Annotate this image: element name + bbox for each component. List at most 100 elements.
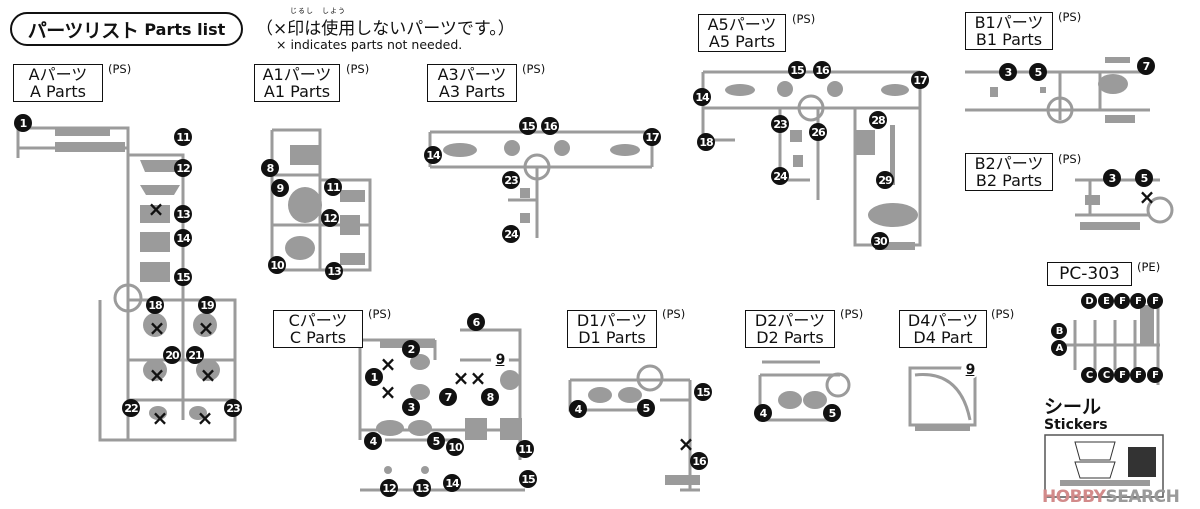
- part-badge: 15: [519, 470, 537, 488]
- part-badge: 15: [519, 117, 537, 135]
- part-badge: 7: [1137, 57, 1155, 75]
- runner-a1: [270, 128, 372, 272]
- part-badge: 12: [174, 159, 192, 177]
- sheet-label-jp: D2パーツ: [754, 311, 826, 330]
- part-badge: 14: [424, 146, 442, 164]
- runner-b1-ring: [1046, 96, 1074, 124]
- part-badge: 23: [502, 171, 520, 189]
- material-d4: (PS): [991, 307, 1015, 321]
- pc-badge: F: [1114, 367, 1130, 383]
- part-badge: 13: [174, 205, 192, 223]
- pc-badge: A: [1051, 340, 1067, 356]
- part-badge: 11: [174, 128, 192, 146]
- part-badge: 16: [690, 452, 708, 470]
- part-badge: 17: [911, 71, 929, 89]
- material-a1: (PS): [346, 62, 370, 76]
- pc-badge: F: [1147, 293, 1163, 309]
- sheet-label-d2: D2パーツ D2 Parts: [745, 310, 835, 348]
- runner-b2-ring: [1146, 196, 1174, 224]
- title-en: Parts list: [144, 19, 226, 39]
- part-badge: 5: [1029, 63, 1047, 81]
- sheet-label-jp: D4パーツ: [907, 311, 979, 330]
- part-badge: 18: [697, 133, 715, 151]
- stickers-label-en: Stickers: [1044, 417, 1108, 433]
- stickers-label: シール Stickers: [1044, 392, 1108, 433]
- part-badge: 17: [643, 128, 661, 146]
- part-badge: 9: [271, 179, 289, 197]
- sheet-label-a5: A5パーツ A5 Parts: [698, 14, 786, 52]
- part-badge: 11: [324, 178, 342, 196]
- not-needed-mark: ×: [677, 432, 695, 456]
- sheet-label-a3: A3パーツ A3 Parts: [427, 64, 517, 102]
- note-ruby: じるし しよう: [290, 7, 346, 15]
- part-badge: 14: [443, 474, 461, 492]
- part-badge: 16: [813, 61, 831, 79]
- not-needed-mark: ×: [469, 366, 487, 390]
- watermark-brand-a: HOBBY: [1042, 487, 1106, 507]
- not-needed-mark: ×: [379, 380, 397, 404]
- material-b2: (PS): [1058, 152, 1082, 166]
- sheet-label-jp: Cパーツ: [288, 311, 348, 330]
- part-badge: 14: [693, 88, 711, 106]
- sheet-label-en: A3 Parts: [438, 82, 506, 101]
- sheet-label-b2: B2パーツ B2 Parts: [965, 153, 1053, 191]
- sheet-label-en: D2 Parts: [756, 328, 824, 347]
- part-badge: 24: [771, 167, 789, 185]
- part-badge: 15: [174, 268, 192, 286]
- runner-d1-ring: [636, 364, 664, 392]
- part-badge: 23: [224, 399, 242, 417]
- sheet-label-en: B1 Parts: [975, 30, 1043, 49]
- part-badge: 8: [481, 388, 499, 406]
- material-d1: (PS): [662, 307, 686, 321]
- part-badge: 12: [380, 479, 398, 497]
- runner-a5-ring: [797, 94, 825, 122]
- part-badge: 16: [541, 117, 559, 135]
- sheet-label-pc303: PC-303: [1047, 262, 1132, 286]
- material-b1: (PS): [1058, 10, 1082, 24]
- part-badge: 1: [365, 368, 383, 386]
- part-badge: 5: [1135, 169, 1153, 187]
- sheet-label-a1: A1パーツ A1 Parts: [254, 64, 340, 102]
- sheet-label-en: C Parts: [289, 328, 347, 347]
- part-badge: 10: [268, 256, 286, 274]
- material-d2: (PS): [840, 307, 864, 321]
- part-badge: 7: [439, 388, 457, 406]
- not-needed-mark: ×: [196, 406, 214, 430]
- not-needed-mark: ×: [379, 352, 397, 376]
- material-pc303: (PE): [1137, 260, 1161, 274]
- sheet-label-jp: A1パーツ: [262, 65, 332, 84]
- not-needed-mark: ×: [151, 406, 169, 430]
- sheet-label-jp: B2パーツ: [974, 154, 1044, 173]
- runner-a-ring: [113, 283, 143, 313]
- material-a: (PS): [108, 62, 132, 76]
- sheet-label-jp: D1パーツ: [576, 311, 648, 330]
- sheet-label-en: A1 Parts: [263, 82, 331, 101]
- not-needed-mark: ×: [1138, 185, 1156, 209]
- sheet-label-jp: A5パーツ: [707, 15, 777, 34]
- not-needed-mark: ×: [452, 366, 470, 390]
- pc-badge: F: [1114, 293, 1130, 309]
- part-badge: 5: [823, 404, 841, 422]
- part-badge: 9: [961, 361, 979, 379]
- material-a5: (PS): [792, 12, 816, 26]
- part-badge: 3: [999, 63, 1017, 81]
- sheet-label-en: A Parts: [30, 82, 86, 101]
- runner-b1: [965, 70, 1150, 120]
- part-badge: 18: [146, 296, 164, 314]
- part-badge: 26: [809, 123, 827, 141]
- part-badge: 23: [771, 115, 789, 133]
- runner-pc: [1055, 305, 1160, 385]
- part-badge: 11: [516, 440, 534, 458]
- title-jp: パーツリスト: [27, 19, 139, 42]
- part-badge: 21: [186, 346, 204, 364]
- pc-badge: B: [1051, 323, 1067, 339]
- runner-part-shapes: [55, 57, 1156, 486]
- not-needed-mark: ×: [148, 363, 166, 387]
- sheet-label-en: A5 Parts: [708, 32, 776, 51]
- sheet-label-text: PC-303: [1059, 264, 1120, 284]
- part-badge: 22: [122, 399, 140, 417]
- part-badge: 24: [502, 225, 520, 243]
- part-badge: 15: [694, 383, 712, 401]
- runner-d2-ring: [825, 372, 851, 398]
- pc-badge: F: [1130, 367, 1146, 383]
